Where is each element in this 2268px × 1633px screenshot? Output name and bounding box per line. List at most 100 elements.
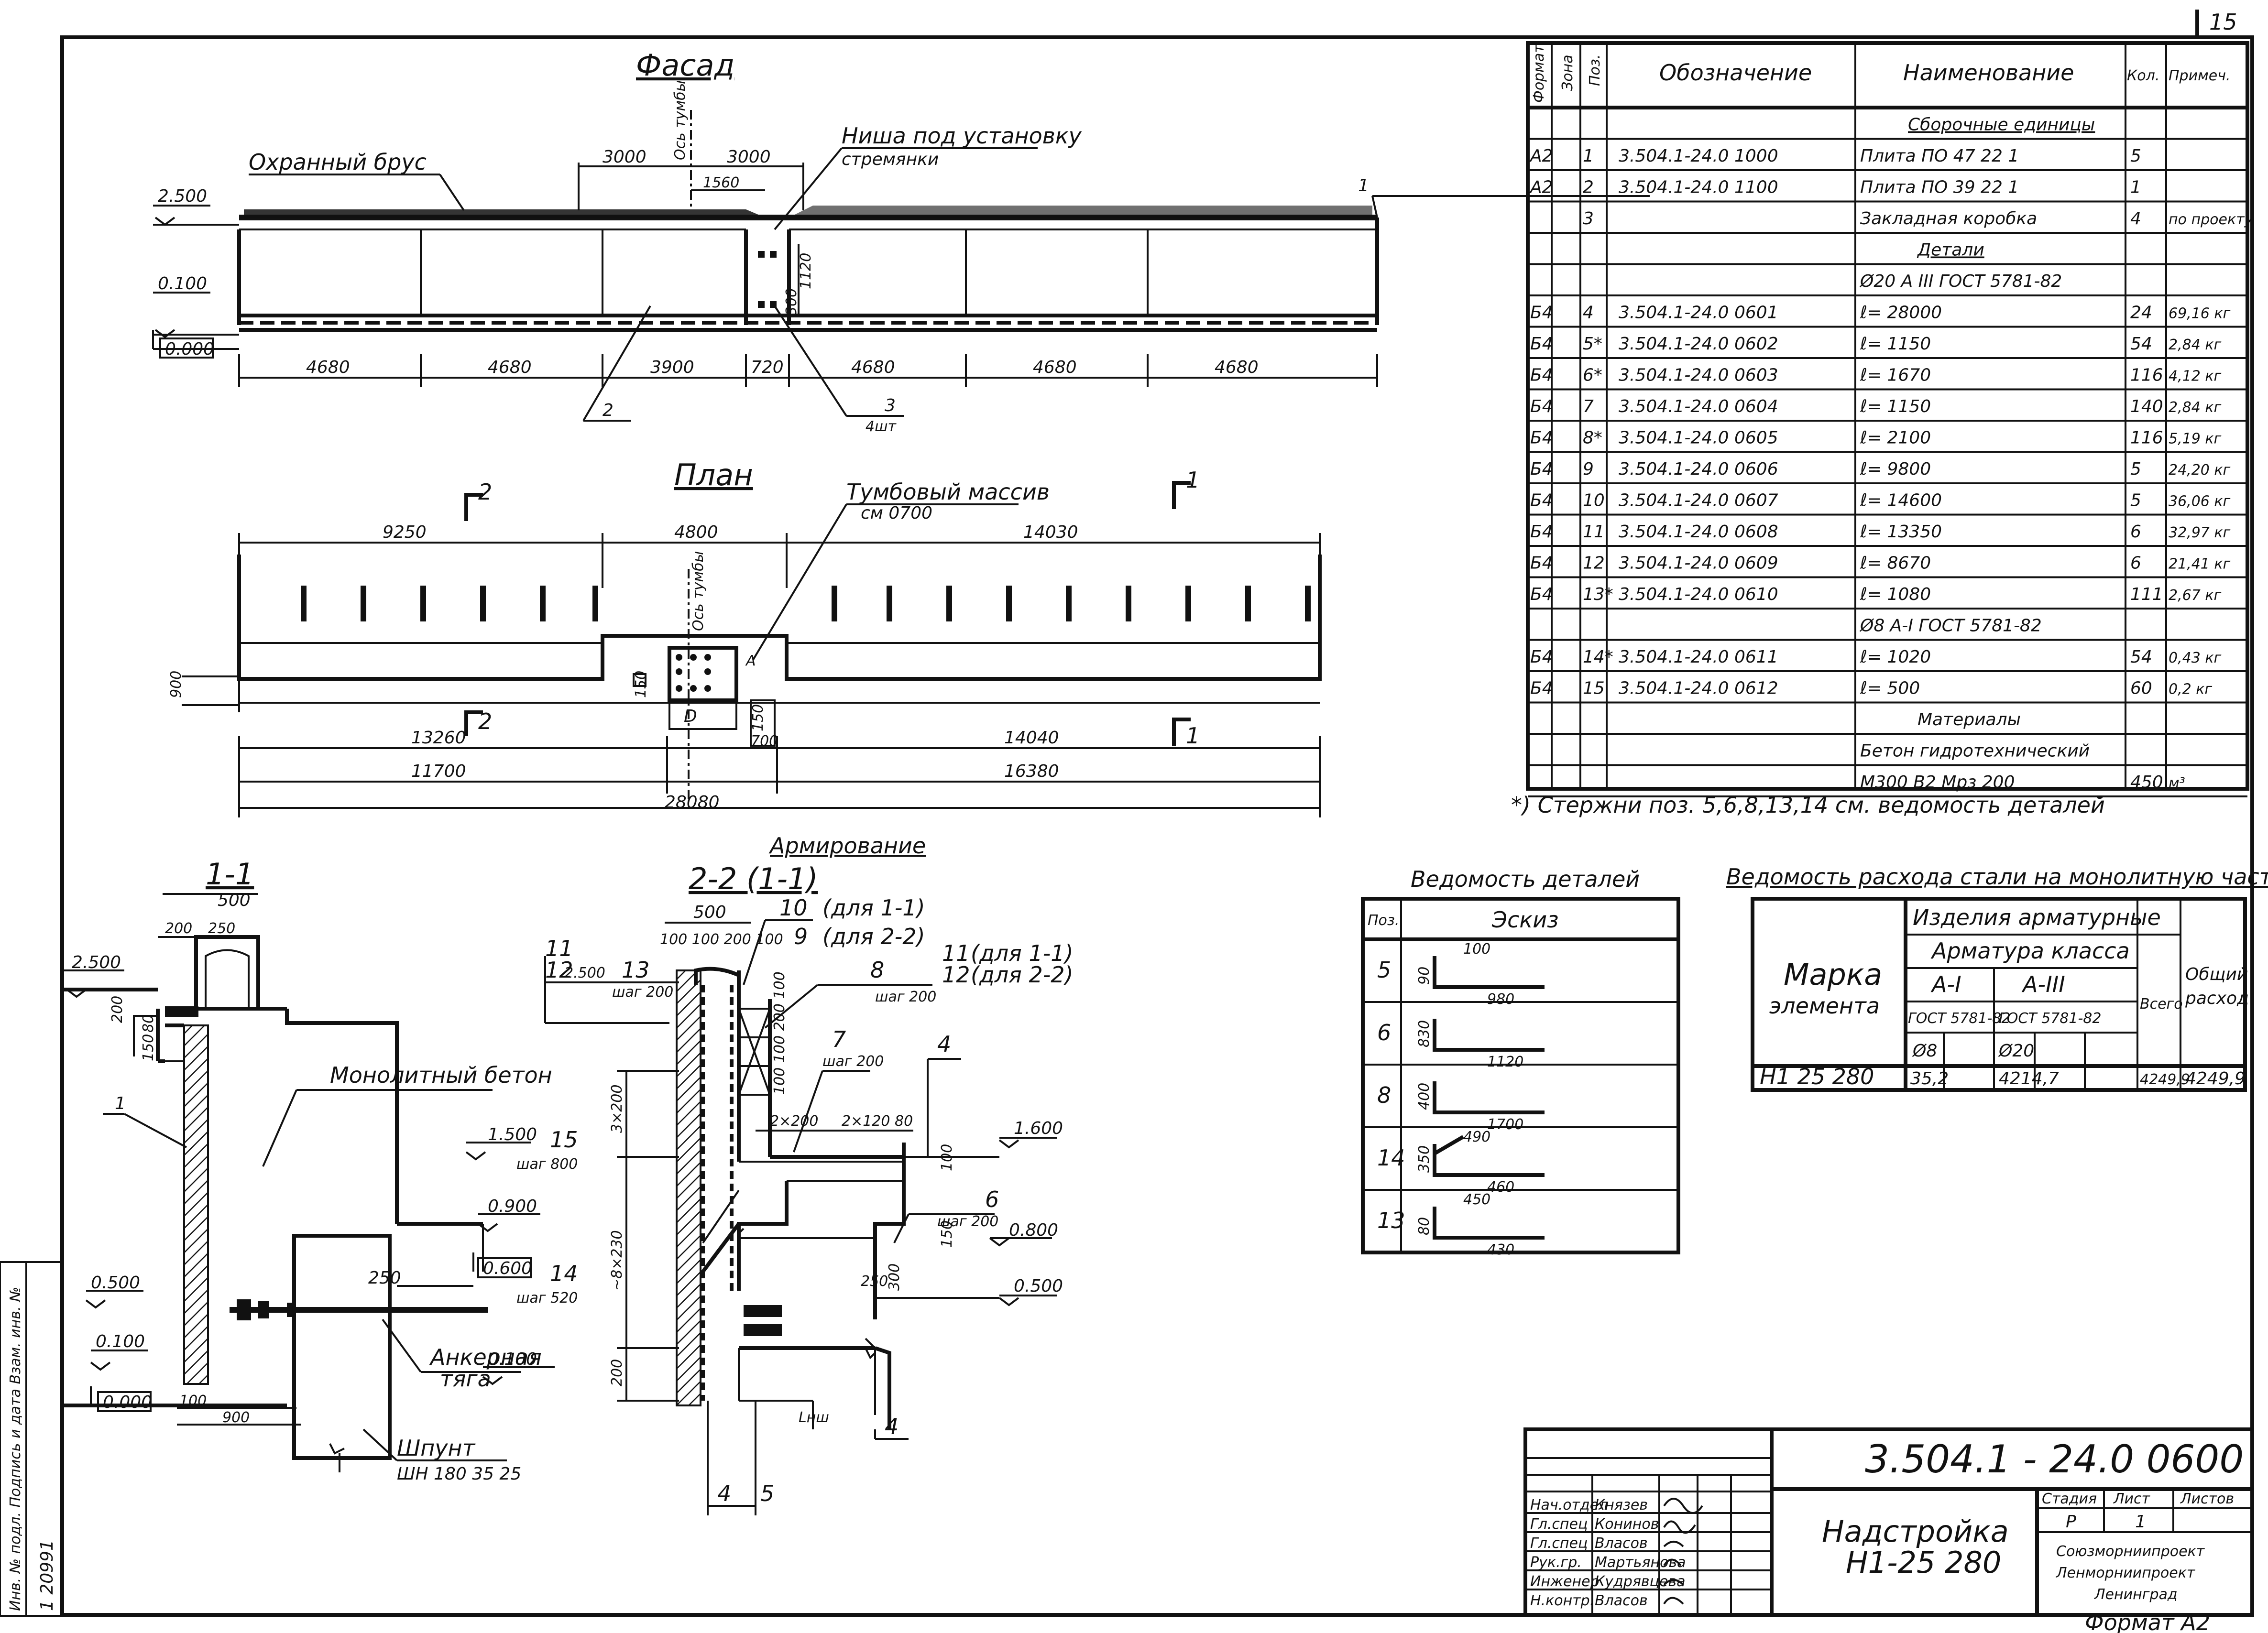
details-dim-b: 400 <box>1416 1083 1433 1110</box>
spec-cell-note: 2,84 кг <box>2169 399 2221 416</box>
svg-text:200: 200 <box>165 920 192 937</box>
spec-cell-qty: 140 <box>2130 397 2163 416</box>
svg-text:14030: 14030 <box>1023 523 1078 542</box>
spec-cell-name: Закладная коробка <box>1860 209 2037 229</box>
svg-text:Кудрявцева: Кудрявцева <box>1595 1573 1686 1590</box>
svg-text:300: 300 <box>886 1263 903 1291</box>
left-strip: Инв. № подл. Подпись и дата Взам. инв. №… <box>0 1261 63 1617</box>
spec-cell-code: 3.504.1-24.0 0611 <box>1619 647 1778 667</box>
svg-text:Формат: Формат <box>1531 44 1547 103</box>
svg-text:1120: 1120 <box>798 253 814 289</box>
svg-text:Ось тумбы: Ось тумбы <box>672 80 689 160</box>
svg-text:12: 12 <box>545 957 573 983</box>
spec-cell-fmt: Б4 <box>1530 303 1553 323</box>
spec-cell-name: ℓ= 13350 <box>1860 522 1942 542</box>
svg-text:1: 1 <box>1186 723 1200 749</box>
spec-cell-qty: 54 <box>2130 647 2152 667</box>
svg-text:Н1 25 280: Н1 25 280 <box>1760 1064 1874 1089</box>
svg-text:Союзморниипроект: Союзморниипроект <box>2056 1543 2205 1560</box>
spec-cell-name: Материалы <box>1917 710 2021 729</box>
spec-cell-name: ℓ= 14600 <box>1860 491 1942 511</box>
spec-cell-name: ℓ= 1670 <box>1860 366 1931 385</box>
svg-text:3900: 3900 <box>650 358 694 377</box>
details-sketch <box>1433 1081 1545 1114</box>
svg-text:100 100 200 100: 100 100 200 100 <box>660 931 783 948</box>
svg-text:4680: 4680 <box>1033 358 1077 377</box>
svg-text:см 0700: см 0700 <box>861 503 932 523</box>
spec-cell-pos: 15 <box>1583 679 1605 698</box>
spec-cell-note: 2,67 кг <box>2169 587 2221 604</box>
spec-cell-name: Сборочные единицы <box>1908 115 2095 135</box>
svg-text:Арматура класса: Арматура класса <box>1930 938 2130 964</box>
svg-text:100 100 200 100: 100 100 200 100 <box>771 971 788 1095</box>
svg-text:12: 12 <box>942 962 970 988</box>
svg-text:3: 3 <box>885 396 896 415</box>
spec-cell-fmt: Б4 <box>1530 491 1553 511</box>
svg-text:200: 200 <box>109 996 126 1023</box>
svg-text:2: 2 <box>478 708 492 734</box>
svg-text:Изделия арматурные: Изделия арматурные <box>1913 904 2161 930</box>
spec-cell-qty: 5 <box>2130 491 2141 511</box>
svg-text:Ведомость расхода стали на мон: Ведомость расхода стали на монолитную ча… <box>1726 864 2268 890</box>
spec-cell-note: 4,12 кг <box>2169 368 2221 385</box>
svg-text:0.500: 0.500 <box>1014 1276 1063 1296</box>
svg-text:9: 9 <box>794 924 808 949</box>
spec-cell-fmt: Б4 <box>1530 428 1553 448</box>
spec-cell-fmt: Б4 <box>1530 334 1553 354</box>
spec-cell-name: ℓ= 8670 <box>1860 554 1931 573</box>
svg-text:ГОСТ 5781-82: ГОСТ 5781-82 <box>1908 1010 2010 1027</box>
section-2-2: Армирование 2-2 (1-1) 500 100 100 200 10… <box>544 833 1074 1515</box>
spec-cell-pos: 4 <box>1583 303 1594 323</box>
svg-text:0.100: 0.100 <box>158 274 207 294</box>
svg-text:(для 1-1): (для 1-1) <box>822 895 925 921</box>
facade-title: Фасад <box>636 48 734 83</box>
svg-text:ГОСТ 5781-82: ГОСТ 5781-82 <box>1999 1010 2101 1027</box>
svg-text:Общий: Общий <box>2185 965 2248 984</box>
details-pos: 13 <box>1377 1208 1405 1233</box>
details-dim-c: 460 <box>1487 1179 1514 1196</box>
svg-text:150: 150 <box>140 1034 157 1061</box>
svg-text:3000: 3000 <box>727 147 771 167</box>
svg-text:Кол.: Кол. <box>2127 67 2159 84</box>
svg-text:D: D <box>684 707 697 726</box>
spec-cell-qty: 6 <box>2130 522 2141 542</box>
svg-text:900: 900 <box>222 1409 250 1426</box>
specification-table: Формат Зона Поз. Обозначение Наименовани… <box>1511 41 2254 818</box>
spec-cell-code: 3.504.1-24.0 0607 <box>1619 491 1778 511</box>
spec-cell-name: Бетон гидротехнический <box>1860 741 2090 761</box>
svg-text:2: 2 <box>478 479 492 505</box>
spec-cell-code: 3.504.1-24.0 1100 <box>1619 178 1778 197</box>
svg-text:6: 6 <box>985 1187 999 1212</box>
inventory-number: 1 20991 <box>37 1540 57 1611</box>
section-1-1: 1-1 500 200 250 80 200 150 250 <box>62 857 578 1484</box>
spec-cell-name: Плита ПО 39 22 1 <box>1860 178 2019 197</box>
svg-text:100: 100 <box>179 1393 207 1409</box>
svg-text:Ø20: Ø20 <box>1998 1041 2034 1061</box>
spec-footnote: *) Стержни поз. 5,6,8,13,14 см. ведомост… <box>1511 792 2105 818</box>
svg-text:Ленинград: Ленинград <box>2094 1586 2178 1603</box>
svg-text:стремянки: стремянки <box>842 150 939 169</box>
spec-cell-pos: 13* <box>1583 585 1613 604</box>
spec-cell-qty: 116 <box>2130 428 2163 448</box>
details-pos: 8 <box>1377 1082 1391 1108</box>
svg-text:Нач.отдел: Нач.отдел <box>1530 1497 1608 1513</box>
spec-cell-name: ℓ= 28000 <box>1860 303 1942 323</box>
spec-cell-fmt: А2 <box>1529 178 1553 197</box>
sheet-number: 15 <box>2209 9 2237 35</box>
details-pos: 6 <box>1377 1020 1391 1045</box>
svg-text:Анкерная: Анкерная <box>429 1344 542 1370</box>
svg-text:2.500: 2.500 <box>158 186 207 206</box>
spec-cell-note: 0,43 кг <box>2169 650 2221 666</box>
spec-cell-qty: 54 <box>2130 334 2152 354</box>
svg-text:0.600: 0.600 <box>483 1259 532 1278</box>
spec-cell-pos: 3 <box>1583 209 1594 229</box>
spec-cell-fmt: Б4 <box>1530 459 1553 479</box>
svg-text:11: 11 <box>545 936 573 961</box>
svg-text:Поз.: Поз. <box>1587 54 1603 86</box>
svg-text:1: 1 <box>1358 176 1369 196</box>
svg-text:1.600: 1.600 <box>1014 1119 1063 1138</box>
svg-text:Наименование: Наименование <box>1903 60 2074 86</box>
spec-cell-qty: 4 <box>2130 209 2141 229</box>
svg-text:0.500: 0.500 <box>91 1273 140 1293</box>
